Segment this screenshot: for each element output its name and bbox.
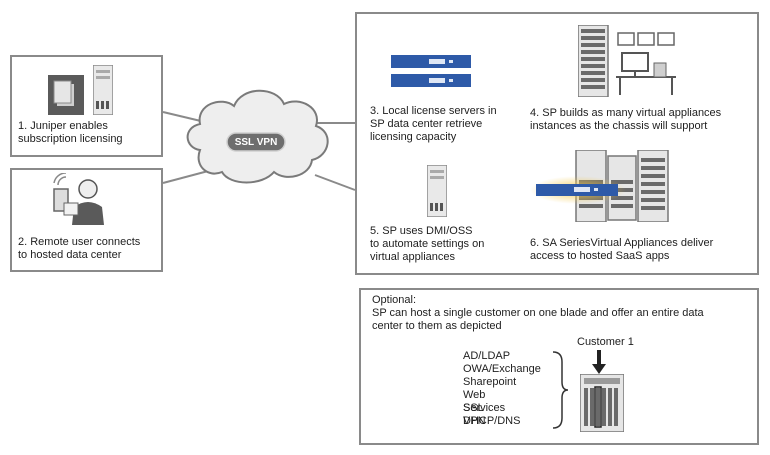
sa-series-chassis-icon — [530, 150, 669, 222]
link-juniper-cloud — [162, 111, 206, 123]
step-5-text: 5. SP uses DMI/OSS to automate settings … — [370, 225, 485, 263]
box-optional — [359, 288, 759, 445]
step-1-text: 1. Juniper enables subscription licensin… — [18, 120, 123, 145]
license-server-appliance-icon — [391, 55, 471, 87]
ssl-vpn-pill — [226, 132, 286, 152]
cloud-label: SSL VPN — [234, 137, 278, 148]
service-item: OWA/Exchange — [463, 363, 541, 375]
dmi-oss-server-icon — [427, 165, 447, 217]
optional-heading: Optional: — [372, 294, 417, 306]
service-item: DHCP/DNS — [463, 415, 521, 427]
step-2-text: 2. Remote user connects to hosted data c… — [18, 236, 141, 261]
step-4-text: 4. SP builds as many virtual appliances … — [530, 107, 722, 132]
optional-description: SP can host a single customer on one bla… — [372, 307, 704, 332]
box-juniper-licensing — [10, 55, 163, 157]
license-documents-icon — [48, 75, 84, 115]
link-user-cloud — [162, 169, 213, 184]
service-item: Web Services — [463, 389, 506, 414]
down-arrow-icon — [592, 350, 606, 374]
service-item: AD/LDAP — [463, 350, 511, 362]
service-item: Sharepoint — [463, 376, 517, 388]
customer-label: Customer 1 — [577, 336, 634, 348]
step-3-text: 3. Local license servers in SP data cent… — [370, 105, 497, 143]
link-cloud-datacenter-bottom — [314, 174, 356, 191]
server-tower-icon — [93, 65, 113, 115]
customer-blade-chassis-icon — [580, 374, 624, 432]
data-center-racks-icon — [578, 25, 676, 97]
step-6-text: 6. SA SeriesVirtual Appliances deliver a… — [530, 237, 714, 262]
remote-user-icon — [53, 173, 104, 225]
brace-icon — [552, 351, 569, 429]
service-item: SSL VPN — [463, 402, 486, 427]
